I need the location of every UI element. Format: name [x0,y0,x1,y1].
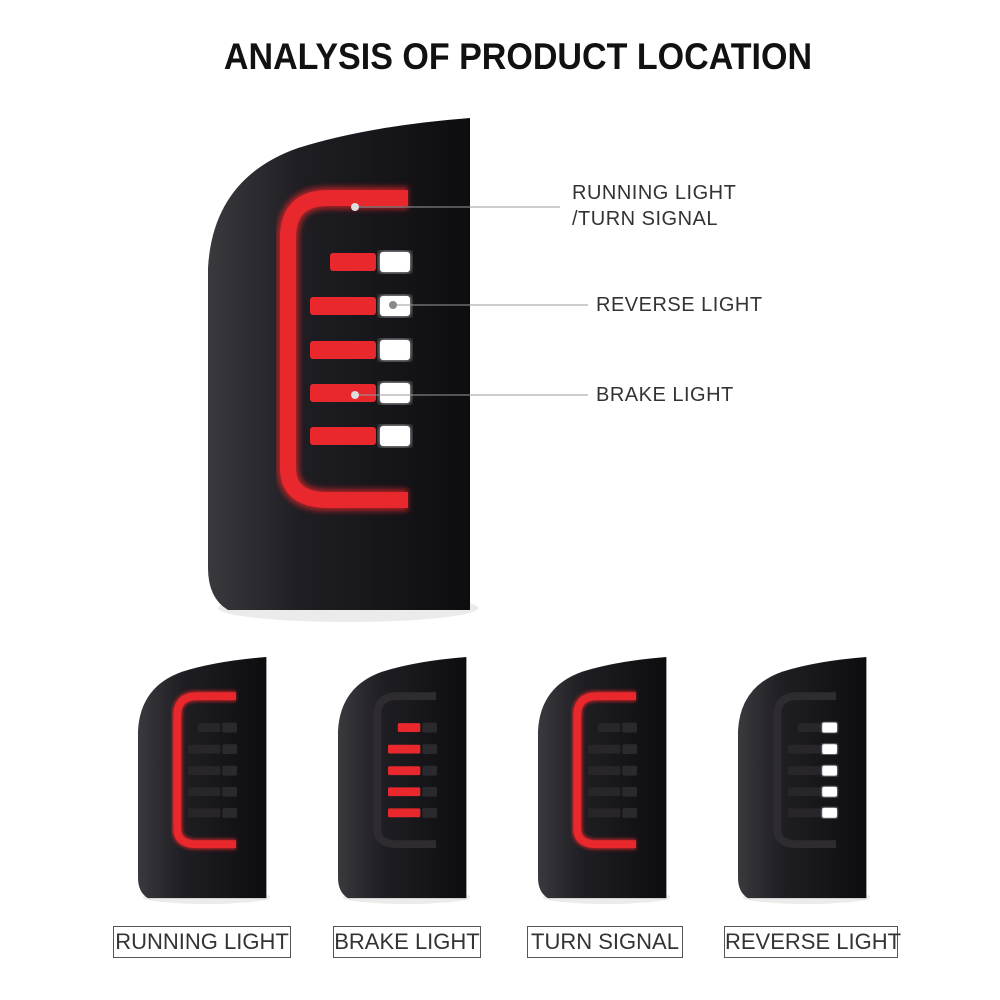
reverse-cell [222,744,237,755]
label-turn-signal: TURN SIGNAL [527,926,683,958]
reverse-cell [622,765,637,776]
running-light-strip [373,692,437,849]
page-title: ANALYSIS OF PRODUCT LOCATION [223,36,813,77]
reverse-callout-dot [389,301,397,309]
label-running-light: RUNNING LIGHT [113,926,291,958]
reverse-cell [222,786,237,797]
brake-bar [310,341,376,359]
light-housing [538,657,667,899]
brake-bar [587,744,621,754]
running-light-strip [773,692,837,849]
reverse-cell [422,807,437,818]
reverse-cell [622,807,637,818]
reverse-cell [422,722,437,733]
tail-light-turn [538,657,671,904]
brake-bar [587,766,621,776]
running-light-strip [573,692,637,849]
tail-light-reverse [738,657,871,904]
brake-bar [310,384,376,402]
brake-bar [587,787,621,797]
reverse-cell [622,744,637,755]
tail-light-brake [338,657,471,904]
tail-light-running [138,657,271,904]
running-light-strip [280,190,408,508]
brake-bar [397,723,421,732]
brake-bar [387,787,421,797]
callout-running-light: RUNNING LIGHT /TURN SIGNAL [572,180,736,232]
brake-bar [787,787,821,797]
brake-bar [387,744,421,754]
brake-bar [597,723,621,732]
label-brake-light: BRAKE LIGHT [333,926,481,958]
brake-bar [797,723,821,732]
brake-bar [787,766,821,776]
callout-running-line2: /TURN SIGNAL [572,208,719,230]
brake-bar [387,766,421,776]
reverse-cell [622,786,637,797]
brake-bar [330,253,376,271]
running-light-strip [173,692,237,849]
reverse-cell [222,722,237,733]
light-housing [138,657,267,899]
brake-bar [187,787,221,797]
brake-bar [187,744,221,754]
light-housing [338,657,467,899]
brake-bar [187,766,221,776]
reverse-cell [622,722,637,733]
brake-bar [387,808,421,818]
light-housing [208,118,470,610]
reverse-cell [222,807,237,818]
reverse-cell [222,765,237,776]
light-housing [738,657,867,899]
reverse-cell [422,765,437,776]
brake-bar [187,808,221,818]
brake-bar [310,297,376,315]
callout-lines [355,206,588,396]
callout-brake-light: BRAKE LIGHT [596,384,734,406]
brake-bar [787,808,821,818]
reverse-cell [422,786,437,797]
reverse-cell [422,744,437,755]
brake-bar [587,808,621,818]
callout-running-line1: RUNNING LIGHT [572,182,737,204]
running-callout-dot [351,203,359,211]
brake-bar [197,723,221,732]
label-reverse-light: REVERSE LIGHT [724,926,901,958]
callout-reverse-light: REVERSE LIGHT [596,294,763,316]
brake-bar [310,427,376,445]
brake-bar [787,744,821,754]
brake-callout-dot [351,391,359,399]
main-tail-light [208,118,478,622]
